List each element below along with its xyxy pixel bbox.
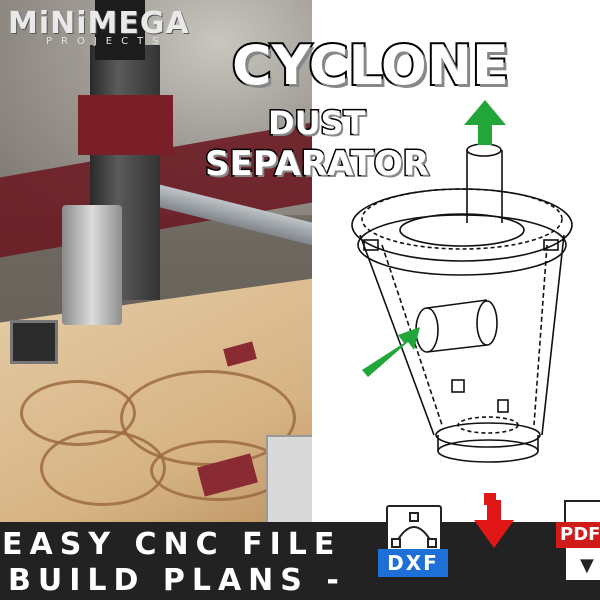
logo-title: MiNiMEGA [8,6,190,41]
title-cyclone: CYCLONE [230,32,511,99]
cnc-machine-photo [0,0,312,600]
stepper-motor [95,0,145,60]
cyclone-line-drawing [351,100,573,505]
cut-part [40,430,166,506]
action-camera [10,320,58,364]
monitor [266,435,312,529]
pdf-file-icon: PDF ▼ [556,500,600,582]
banner-line-1: EASY CNC FILE [2,527,342,562]
drawing-panel [312,0,600,600]
download-arrow-icon: ▼ [580,555,594,576]
gantry-plate [78,95,173,155]
title-dust: DUST [266,103,366,144]
pdf-label: PDF [556,522,600,548]
green-inlet-arrow-icon [362,327,420,377]
logo-subtitle: PROJECTS [46,36,168,47]
title-separator: SEPARATOR [204,143,431,186]
banner-line-2: BUILD PLANS - [8,563,346,598]
dxf-label: DXF [378,549,448,577]
dxf-file-icon: DXF [378,505,448,577]
router-spindle [62,205,122,325]
red-down-arrow-icon [474,500,514,548]
dxf-document-shape [386,505,442,555]
green-up-arrow-icon [464,100,506,145]
